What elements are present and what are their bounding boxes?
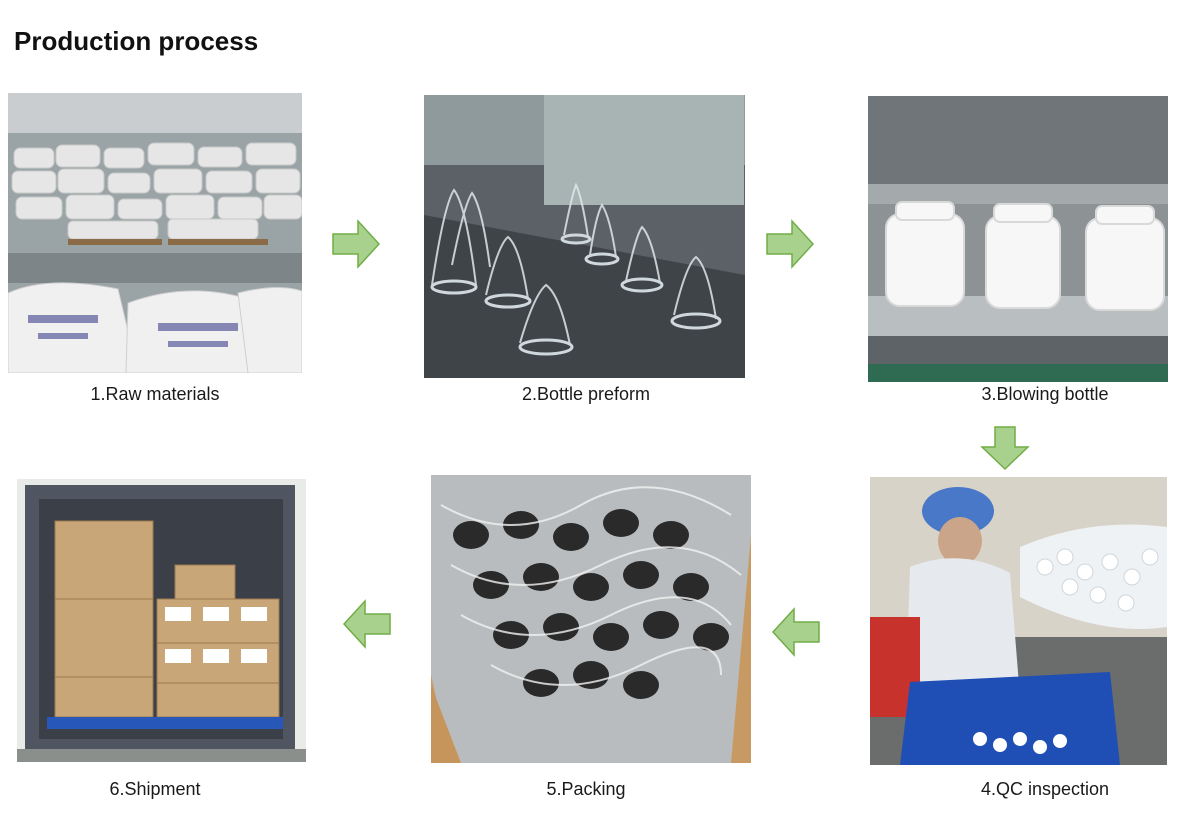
step-2-label: 2.Bottle preform	[486, 384, 686, 405]
left-arrow-icon	[342, 599, 392, 649]
step-5-label: 5.Packing	[486, 779, 686, 800]
shipment-photo	[17, 479, 306, 762]
down-arrow-icon	[980, 425, 1030, 471]
left-arrow-icon	[771, 607, 821, 657]
right-arrow-icon	[765, 219, 815, 269]
packing-photo	[431, 475, 751, 763]
step-4-label: 4.QC inspection	[945, 779, 1145, 800]
raw-materials-photo	[8, 93, 302, 373]
page-title: Production process	[14, 26, 258, 57]
qc-inspection-photo	[870, 477, 1167, 765]
step-3-label: 3.Blowing bottle	[945, 384, 1145, 405]
right-arrow-icon	[331, 219, 381, 269]
step-1-label: 1.Raw materials	[55, 384, 255, 405]
step-6-label: 6.Shipment	[55, 779, 255, 800]
blowing-bottle-photo	[868, 96, 1168, 382]
bottle-preform-photo	[424, 95, 745, 378]
